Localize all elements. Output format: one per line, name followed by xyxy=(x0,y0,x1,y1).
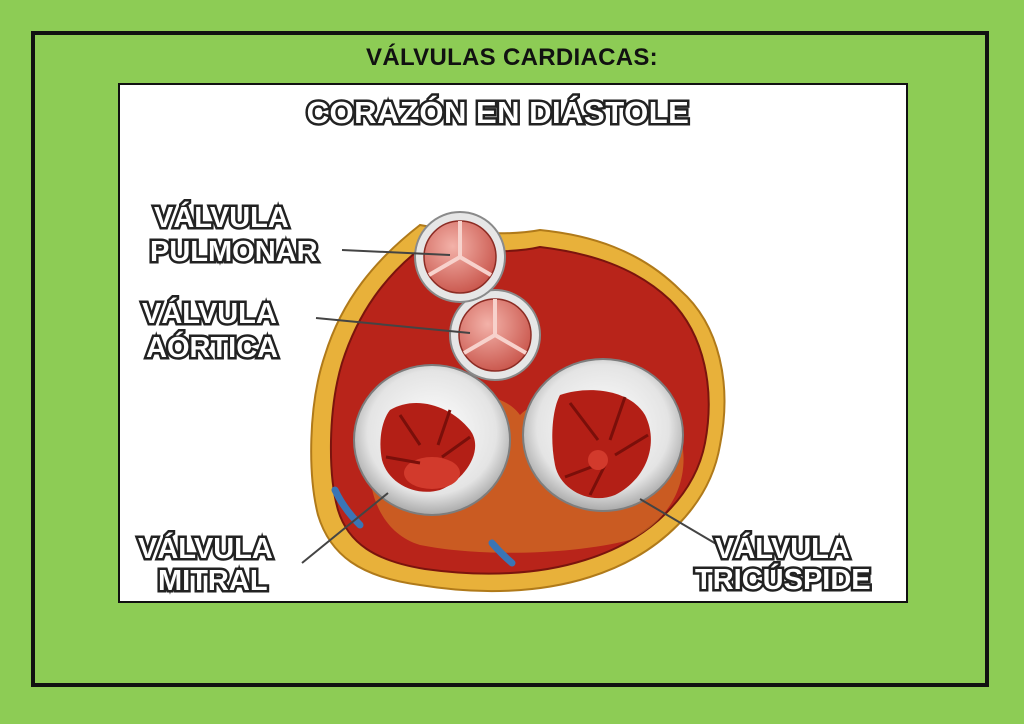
label-mitral-line2: MITRAL xyxy=(158,565,268,597)
tricuspide-leader-line xyxy=(639,498,719,546)
heart-diagram: CORAZÓN EN DIÁSTOLE xyxy=(118,83,908,603)
coronary-vessel xyxy=(488,539,516,567)
aortica-leader-line xyxy=(315,317,471,334)
aortic-valve xyxy=(449,289,541,381)
label-pulmonar-line1: VÁLVULA xyxy=(154,200,289,234)
tricuspid-valve xyxy=(522,358,684,512)
mitral-leader-line xyxy=(301,492,389,564)
diagram-heading: CORAZÓN EN DIÁSTOLE xyxy=(307,94,690,130)
pulmonar-leader-line xyxy=(341,249,451,256)
page-title: VÁLVULAS CARDIACAS: xyxy=(366,44,658,71)
pulmonary-valve xyxy=(414,211,506,303)
heart-illustration xyxy=(310,211,726,593)
mitral-valve xyxy=(353,364,511,516)
label-tricuspide-line2: TRICÚSPIDE xyxy=(695,562,871,596)
label-aortica-line1: VÁLVULA xyxy=(142,296,277,330)
label-mitral-line1: VÁLVULA xyxy=(138,531,273,565)
label-aortica-line2: AÓRTICA xyxy=(146,330,278,364)
label-tricuspide-line1: VÁLVULA xyxy=(715,531,850,565)
page-frame xyxy=(31,31,989,687)
label-pulmonar-line2: PULMONAR xyxy=(150,236,318,268)
coronary-vessel xyxy=(331,486,364,529)
